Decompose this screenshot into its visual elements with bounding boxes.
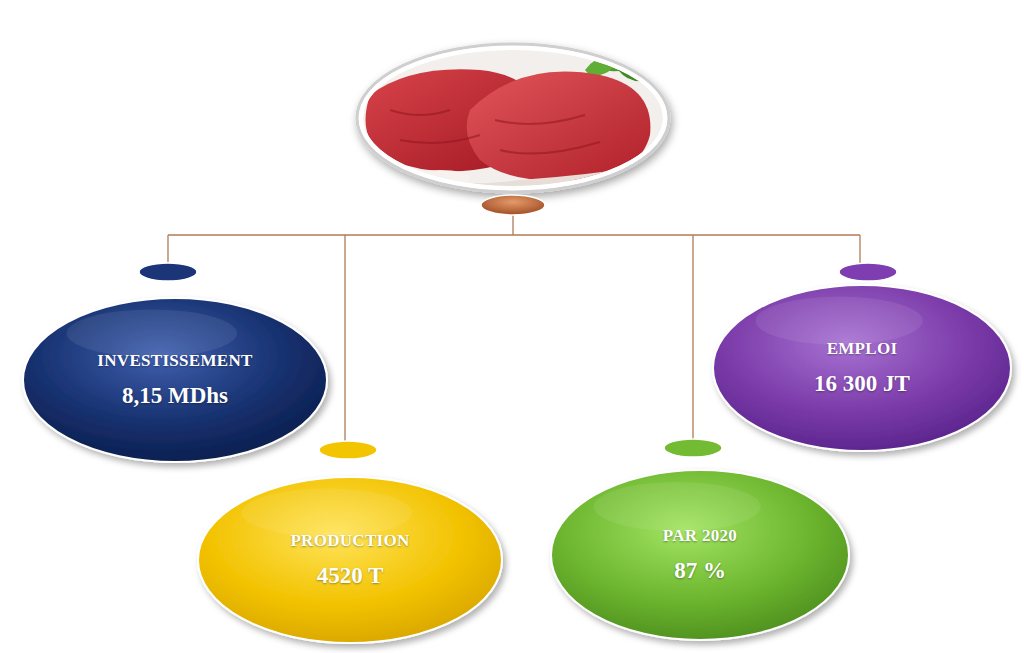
node-heading: EMPLOI xyxy=(827,339,898,359)
ellipse-node: EMPLOI 16 300 JT xyxy=(710,282,1014,454)
node-heading: INVESTISSEMENT xyxy=(97,351,252,371)
node-value: 87 % xyxy=(674,558,726,584)
node-value: 4520 T xyxy=(317,563,384,589)
node-heading: PAR 2020 xyxy=(663,526,737,546)
ellipse-outline xyxy=(195,474,505,646)
ellipse-outline xyxy=(20,295,330,465)
ellipse-outline xyxy=(710,282,1014,454)
node-heading: PRODUCTION xyxy=(290,531,409,551)
ellipse-outline xyxy=(548,467,852,643)
node-value: 16 300 JT xyxy=(814,371,910,397)
ellipse-node: PRODUCTION 4520 T xyxy=(195,474,505,646)
ellipse-node: INVESTISSEMENT 8,15 MDhs xyxy=(20,295,330,465)
node-value: 8,15 MDhs xyxy=(122,383,228,409)
meat-illustration xyxy=(357,44,670,195)
ellipse-node: PAR 2020 87 % xyxy=(548,467,852,643)
